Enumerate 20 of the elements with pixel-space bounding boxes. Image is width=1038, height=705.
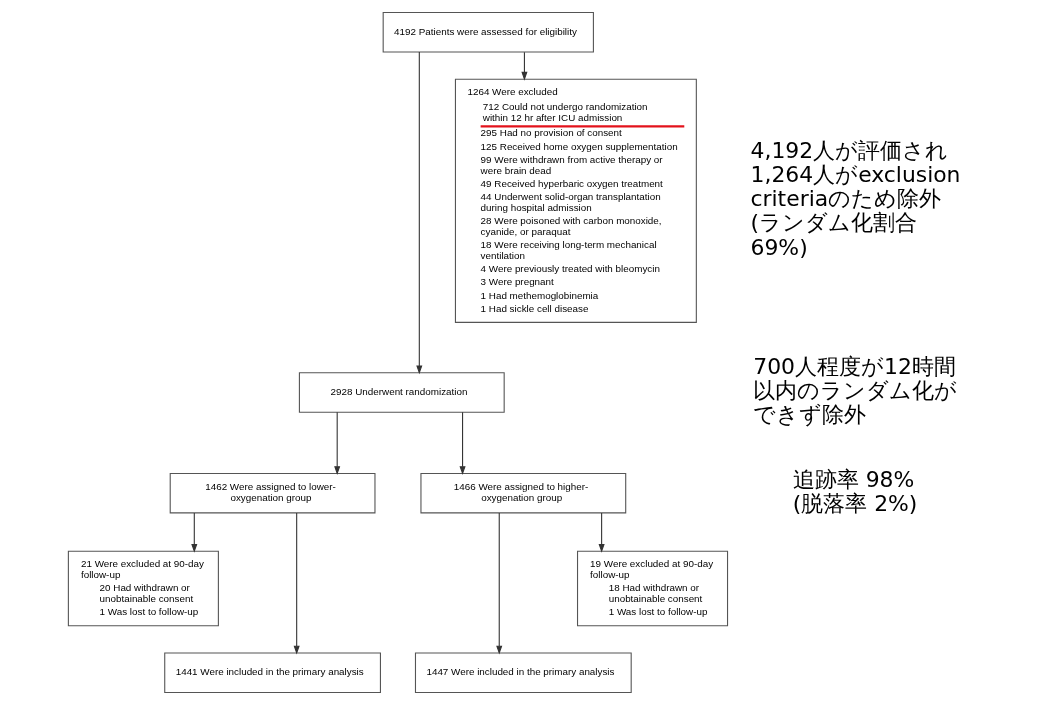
node-box: 19 Were excluded at 90-day follow-up 18 Had withdrawn or unobtainable consent 1 Was lost to follow-up [576, 550, 728, 627]
arrow [333, 411, 340, 475]
label: 追跡率 98% (脱落率 2%) [792, 466, 917, 516]
arrow [459, 411, 466, 475]
arrow [415, 51, 422, 375]
arrow [520, 51, 527, 81]
node-box: 1466 Were assigned to higher-oxygenation group [419, 472, 626, 514]
node-box: 4192 Patients were assessed for eligibility [382, 11, 594, 53]
arrow [495, 512, 502, 655]
label: 4,192人が評価され1,264人がexclusion criteriaのため除外(ランダム化割合 69%) [750, 138, 960, 260]
node-box: 1447 Were included in the primary analysis [414, 652, 632, 694]
arrow [190, 512, 197, 553]
node-box: 1264 Were excluded 712 Could not undergo randomization within 12 hr after ICU admission 295 Had no provision of consent 125 Received home oxygen supplementation 99 Were withdrawn from active therapy or were brain dead 49 Received hyperbaric oxygen treatment 44 Underwent solid-organ transplantation during hospital admission 28 Were poisoned with carbon monoxide, cyanide, or paraquat 18 Were receiving long-term mechanical ventilation 4 Were previously treated with bleomycin 3 Were pregnant 1 Had methemoglobinemia 1 Had sickle cell disease [454, 78, 697, 323]
arrow [293, 512, 300, 655]
node-box: 21 Were excluded at 90-day follow-up 20 Had withdrawn or unobtainable consent 1 Was lost to follow-up [67, 550, 219, 627]
node-box: 1462 Were assigned to lower-oxygenation group [169, 472, 375, 514]
node-box: 2928 Underwent randomization [298, 372, 505, 413]
label: 700人程度が12時間以内のランダム化ができず除外 [752, 353, 957, 428]
arrow [598, 512, 605, 553]
node-box: 1441 Were included in the primary analysis [163, 652, 381, 694]
